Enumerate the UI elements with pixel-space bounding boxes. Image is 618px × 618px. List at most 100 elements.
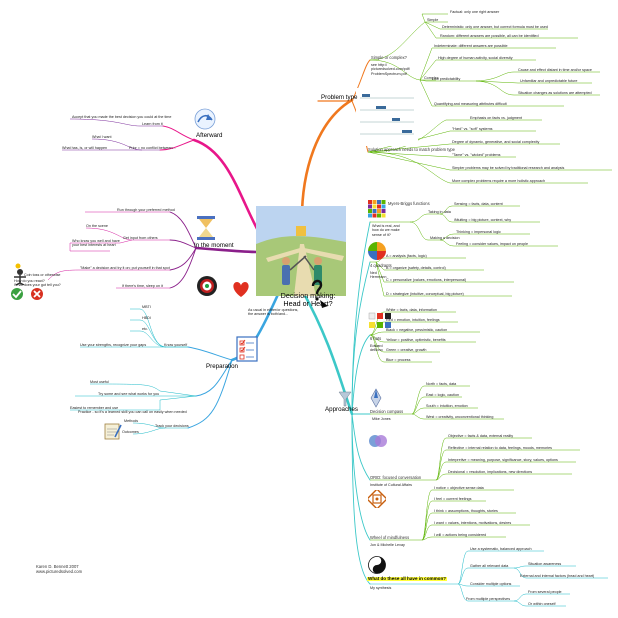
hats-item[interactable]: Red = emotion, intuition, feelings [386,318,440,322]
hats-item[interactable]: White = facts, data, information [386,308,437,312]
node-simple[interactable]: Simple [427,18,439,22]
see-ref-line3: ProblemSpectrum.pdf [371,71,407,76]
complex-item[interactable]: Indeterminate: different answers are pos… [434,44,508,48]
low-predictability-item[interactable]: Unfamiliar and unpredictable future [520,79,578,83]
wheel-item[interactable]: I want = values, intentions, motivations… [434,521,512,525]
central-topic[interactable]: Decision making: Head or Heart? [258,292,358,308]
see-ref-line1: see http:// [371,63,388,67]
node-quad-sub: Ned Herrmann [370,271,386,280]
simple-item[interactable]: Deterministic: only one answer, but corr… [442,25,548,29]
node-get-input[interactable]: Get input from others [123,236,158,240]
wheel-item[interactable]: I notice = objective sense data [434,486,484,490]
solution-item[interactable]: "Tame" vs. "wicked" problems [452,153,501,157]
mbti-taking-item[interactable]: iNtuiting = big picture, context, why [454,218,512,222]
complex-item-low-predictability[interactable]: Low predictability [432,77,461,81]
node-orid[interactable]: ORID: focused conversation [370,475,422,480]
compass-item[interactable]: East = logic, caution [426,393,460,397]
node-myers-briggs[interactable]: Myers-Briggs functions [388,201,430,206]
perspective-item[interactable]: Or within oneself [528,602,556,606]
common-item[interactable]: Consider multiple options [470,582,512,586]
node-easiest[interactable]: Easiest to remember and use [70,406,119,410]
hats-item[interactable]: Black = negative, pessimistic, caution [386,328,448,332]
orid-item[interactable]: Objective = facts & data, external reali… [448,434,514,438]
gather-item[interactable]: Situation awareness [528,562,562,566]
quad-item[interactable]: D = strategize (intuitive, conceptual, b… [386,292,464,296]
node-sleep-on-it[interactable]: If there's time, sleep on it [122,284,163,288]
orid-item[interactable]: Reflective = internal relation to data, … [448,446,553,450]
node-simple-or-complex[interactable]: Simple or complex? [371,55,407,60]
know-item[interactable]: HBDI [142,316,151,320]
node-prior[interactable]: Prior = no conflict between... [129,146,176,150]
quad-item[interactable]: C = personalize (values, emotions, inter… [386,278,467,282]
compass-item[interactable]: South = intuition, emotion [426,404,468,408]
wheel-item[interactable]: I feel = current feelings [434,497,472,501]
node-4-quadrants[interactable]: 4 quadrants [370,263,392,268]
branch-approaches[interactable]: Approaches [325,406,359,413]
node-methods[interactable]: Methods [124,419,139,423]
solution-item[interactable]: More complex problems require a more hol… [452,179,546,183]
solution-item[interactable]: "Hard" vs. "soft" systems [452,127,493,131]
branch-afterward[interactable]: Afterward [196,132,223,139]
branch-in-the-moment[interactable]: In the moment [194,242,234,249]
common-item[interactable]: Use a systematic, balanced approach [470,547,532,551]
mbti-taking-item[interactable]: Sensing = facts, data, content [454,202,503,206]
node-6-hats[interactable]: 6 hats [370,336,382,341]
orid-item[interactable]: Decisional = resolution, implications, n… [448,470,533,474]
node-track-decisions[interactable]: Track your decisions [155,424,189,428]
gather-item[interactable]: External and internal factors (head and … [520,574,595,578]
orid-item[interactable]: Interpretive = meaning, purpose, signifi… [448,458,558,462]
node-who-know-you[interactable]: Who know you well and have your best int… [72,239,120,248]
wheel-item[interactable]: I will = actions being considered [434,533,487,537]
mbti-making-item[interactable]: Feeling = consider values, impact on peo… [456,242,529,246]
node-run-through[interactable]: Run through your preferred method [117,208,175,212]
node-solution-approach[interactable]: Solution approach needs to match problem… [368,147,455,152]
node-practice[interactable]: Practice - so it's a learned skill you c… [78,410,187,414]
compass-item[interactable]: West = creativity, unconventional thinki… [426,415,494,419]
node-coin-toss[interactable]: Coin toss or otherwise [24,273,61,277]
wheel-item[interactable]: I think = assumptions, thoughts, stories [434,509,498,513]
node-use-strengths[interactable]: Use your strengths, recognize your gaps [80,343,147,347]
node-how-react[interactable]: How do you react? What does your gut tel… [14,279,61,288]
node-making-decision[interactable]: Making a decision [430,236,460,240]
node-taking-in-data[interactable]: Taking in data [428,210,451,214]
solution-item[interactable]: Simpler problems may be solved by tradit… [452,166,565,170]
complex-item[interactable]: High degree of human activity, social di… [438,56,513,60]
node-complex[interactable]: Complex [424,76,439,80]
low-predictability-item[interactable]: Cause and effect distant in time and/or … [518,68,592,72]
know-item[interactable]: etc. [142,327,148,331]
node-what-in-common[interactable]: What do these all have in common? [367,576,448,582]
branch-preparation[interactable]: Preparation [206,363,238,370]
node-most-useful[interactable]: Most useful [90,380,109,384]
complex-item[interactable]: Quantifying and measuring attributes dif… [434,102,507,106]
simple-item[interactable]: Random: different answers are possible, … [440,34,539,38]
perspective-item[interactable]: From several people [528,590,562,594]
compass-item[interactable]: North = facts, data [426,382,457,386]
node-make-decision[interactable]: "Make" a decision and try it on; put you… [80,266,170,270]
node-try-some[interactable]: Try some and see what works for you [98,392,160,396]
node-on-the-scene[interactable]: On the scene [86,224,108,228]
node-outcomes[interactable]: Outcomes [122,430,139,434]
node-what-has-is[interactable]: What has, is, or will happen [62,146,108,150]
compass-icon [370,388,382,408]
quad-item[interactable]: B = organize (safety, details, control) [386,266,446,270]
node-know-yourself[interactable]: Know yourself [164,343,188,347]
quad-item[interactable]: A = analysis (facts, logic) [386,254,427,258]
solution-item[interactable]: Degree of dynamic, generative, and socia… [452,140,540,144]
simple-item[interactable]: Factual: only one right answer [450,10,500,14]
know-item[interactable]: MBTI [142,305,151,309]
common-item[interactable]: From multiple perspectives [466,597,511,601]
hats-item[interactable]: Green = creative, growth [386,348,427,352]
node-wheel-of-mindfulness[interactable]: Wheel of mindfulness [370,535,410,540]
hats-item[interactable]: Blue = process [386,358,411,362]
low-predictability-item[interactable]: Situation changes as solutions are attem… [518,91,592,95]
node-what-i-want[interactable]: What I want [92,135,112,139]
node-learn-from-it[interactable]: Learn from it [142,122,163,126]
branch-problem-type[interactable]: Problem type [321,94,358,101]
node-accept[interactable]: Accept that you made the best decision y… [72,115,172,119]
mbti-making-item[interactable]: Thinking = impersonal logic [456,230,501,234]
node-decision-compass[interactable]: Decision compass [370,409,404,414]
hats-item[interactable]: Yellow = positive, optimistic, benefits [386,338,446,342]
common-item[interactable]: Gather all relevant data [470,564,509,568]
solution-item[interactable]: Emphasis on facts vs. judgment [470,116,523,120]
who-line1: Who know you well and have [72,239,120,243]
